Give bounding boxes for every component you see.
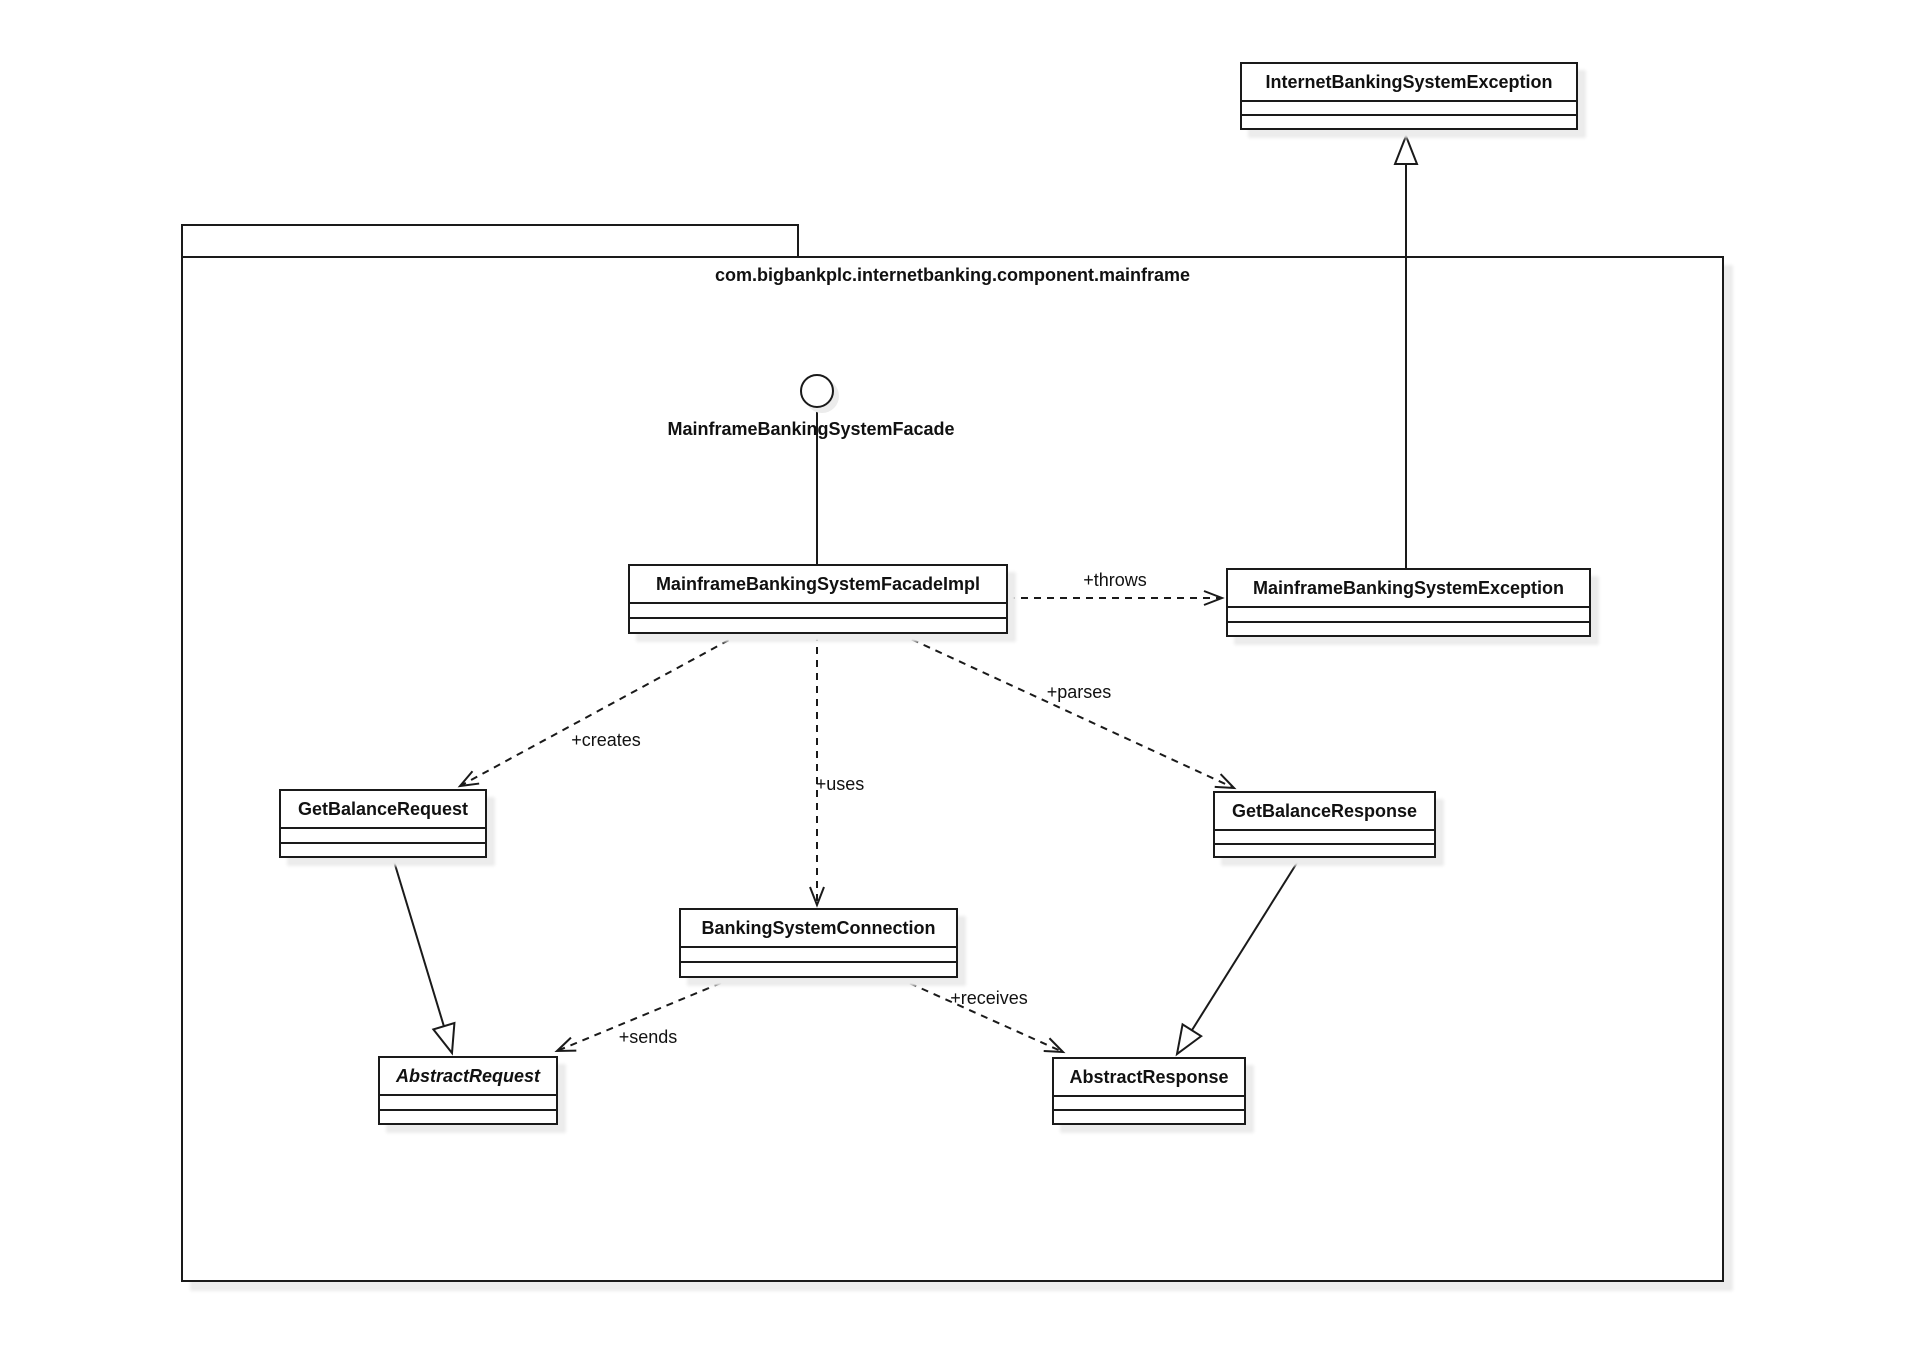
edge-label-throws: +throws [1083,570,1147,590]
class-name: MainframeBankingSystemException [1228,570,1589,608]
attributes-compartment [380,1096,556,1111]
class-mainframe-banking-system-exception: MainframeBankingSystemException [1226,568,1591,637]
attributes-compartment [681,948,956,963]
edge-parses [899,633,1237,790]
attributes-compartment [630,604,1006,619]
class-abstract-request: AbstractRequest [378,1056,558,1125]
class-name: BankingSystemConnection [681,910,956,948]
edge-label-sends: +sends [618,1027,678,1047]
interface-lollipop-icon [800,374,834,408]
operations-compartment [1228,623,1589,636]
attributes-compartment [1054,1097,1244,1111]
edge-label-creates: +creates [571,730,641,750]
class-mainframe-banking-system-facade-impl: MainframeBankingSystemFacadeImpl [628,564,1008,634]
operations-compartment [1215,845,1434,857]
class-name: InternetBankingSystemException [1242,64,1576,102]
edge-receives [897,977,1066,1054]
package-title: com.bigbankplc.internetbanking.component… [714,265,1191,285]
operations-compartment [380,1111,556,1124]
edge-label-parses: +parses [1046,682,1112,702]
attributes-compartment [281,829,485,844]
class-name: GetBalanceRequest [281,791,485,829]
package-tab [181,224,799,256]
edge-sends [554,977,734,1053]
edge-generalization-request [392,857,456,1056]
interface-label: MainframeBankingSystemFacade [667,419,955,439]
class-name: AbstractResponse [1054,1059,1244,1097]
class-internet-banking-system-exception: InternetBankingSystemException [1240,62,1578,130]
attributes-compartment [1215,831,1434,845]
edge-label-uses: +uses [815,774,865,794]
attributes-compartment [1242,102,1576,116]
attributes-compartment [1228,608,1589,623]
edge-generalization-response [1175,857,1301,1057]
class-name: MainframeBankingSystemFacadeImpl [630,566,1006,604]
class-banking-system-connection: BankingSystemConnection [679,908,958,978]
operations-compartment [1054,1111,1244,1123]
class-get-balance-request: GetBalanceRequest [279,789,487,858]
edge-creates [457,633,741,788]
class-get-balance-response: GetBalanceResponse [1213,791,1436,858]
operations-compartment [681,963,956,976]
edge-label-receives: +receives [950,988,1028,1008]
class-abstract-response: AbstractResponse [1052,1057,1246,1125]
operations-compartment [630,619,1006,632]
operations-compartment [281,844,485,857]
class-name: AbstractRequest [380,1058,556,1096]
class-name: GetBalanceResponse [1215,793,1434,831]
operations-compartment [1242,116,1576,128]
